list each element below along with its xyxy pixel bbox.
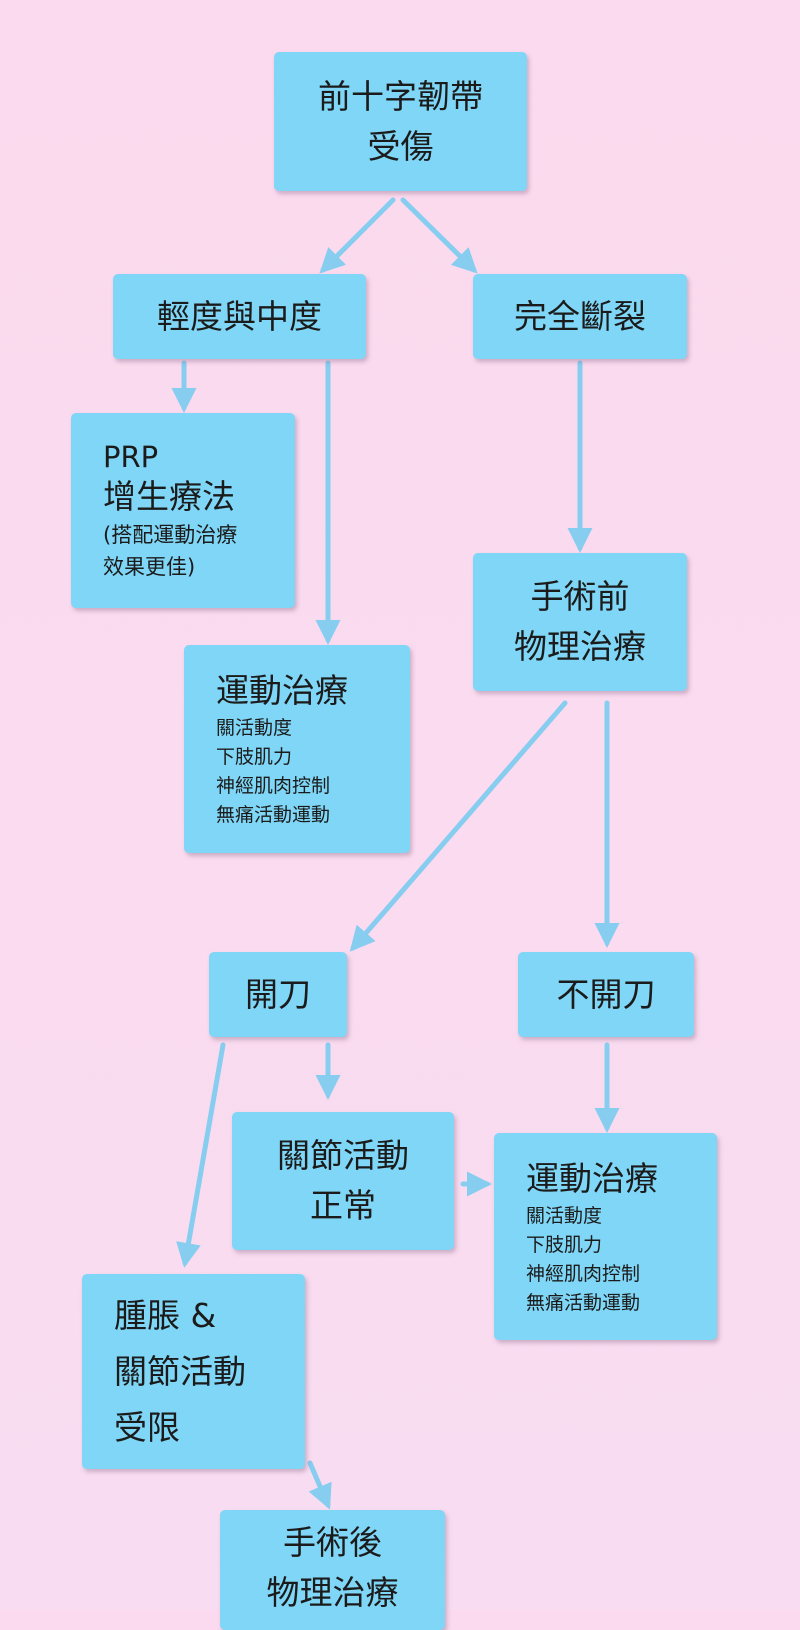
node-exercise-therapy-1-item: 下肢肌力 [216, 746, 293, 768]
node-acl-injury-line1: 前十字韌帶 [318, 76, 483, 116]
node-exercise-therapy-2-item: 無痛活動運動 [526, 1291, 641, 1314]
node-swelling-limited-line2: 關節活動 [114, 1351, 246, 1391]
node-prp-line4: 效果更佳) [103, 554, 196, 579]
node-exercise-therapy-2-item: 關活動度 [526, 1204, 603, 1227]
node-postop-pt: 手術後 物理治療 [220, 1510, 445, 1630]
node-acl-injury: 前十字韌帶 受傷 [274, 52, 527, 191]
arrow-swelling-to-postop [307, 1460, 332, 1510]
node-preop-pt: 手術前 物理治療 [473, 553, 687, 691]
node-preop-pt-line1: 手術前 [530, 577, 630, 616]
arrow-preop-to-surgery [349, 700, 568, 952]
node-surgery-label: 開刀 [245, 974, 311, 1014]
node-prp: PRP 增生療法 (搭配運動治療 效果更佳) [71, 413, 295, 608]
node-exercise-therapy-2-item: 神經肌肉控制 [526, 1262, 641, 1285]
node-swelling-limited-line1: 腫脹 & [114, 1295, 217, 1335]
node-exercise-therapy-2: 運動治療 關活動度 下肢肌力 神經肌肉控制 無痛活動運動 [494, 1133, 717, 1340]
node-exercise-therapy-2-item: 下肢肌力 [526, 1233, 603, 1256]
node-exercise-therapy-1: 運動治療 關活動度 下肢肌力 神經肌肉控制 無痛活動運動 [184, 645, 410, 853]
arrow-surgery-to-swelling [176, 1042, 226, 1268]
node-prp-line2: 增生療法 [103, 476, 235, 516]
node-acl-injury-line2: 受傷 [367, 126, 434, 166]
node-no-surgery-label: 不開刀 [556, 974, 656, 1014]
node-rom-normal-line2: 正常 [310, 1186, 376, 1225]
node-no-surgery: 不開刀 [518, 952, 694, 1037]
node-surgery: 開刀 [209, 952, 347, 1037]
node-rom-normal: 關節活動 正常 [232, 1112, 454, 1250]
node-rom-normal-line1: 關節活動 [277, 1136, 409, 1175]
node-preop-pt-line2: 物理治療 [514, 627, 646, 666]
arrow-injury-to-rupture [400, 197, 478, 274]
arrow-injury-to-mild [319, 197, 396, 274]
node-complete-rupture-label: 完全斷裂 [514, 296, 646, 336]
node-postop-pt-line1: 手術後 [283, 1523, 382, 1562]
node-exercise-therapy-1-item: 神經肌肉控制 [216, 775, 331, 797]
node-exercise-therapy-1-title: 運動治療 [216, 671, 348, 710]
node-prp-line3: (搭配運動治療 [103, 522, 238, 547]
node-postop-pt-line2: 物理治療 [266, 1573, 399, 1612]
node-exercise-therapy-2-title: 運動治療 [526, 1158, 658, 1198]
node-mild-moderate-label: 輕度與中度 [157, 296, 322, 336]
node-exercise-therapy-1-item: 無痛活動運動 [216, 804, 331, 826]
node-exercise-therapy-1-item: 關活動度 [216, 717, 293, 739]
node-complete-rupture: 完全斷裂 [473, 274, 687, 359]
node-swelling-limited-line3: 受限 [114, 1407, 180, 1447]
node-swelling-limited: 腫脹 & 關節活動 受限 [82, 1274, 305, 1469]
node-prp-line1: PRP [103, 439, 159, 474]
node-mild-moderate: 輕度與中度 [113, 274, 366, 359]
